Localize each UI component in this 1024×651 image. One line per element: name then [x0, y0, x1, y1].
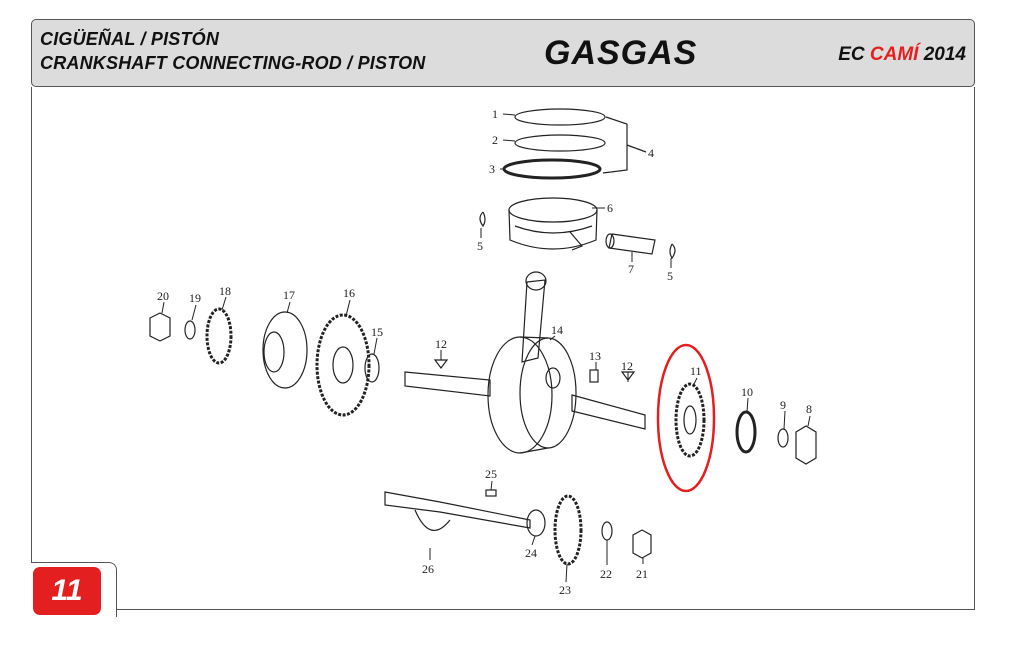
- label-23: 23: [559, 583, 571, 597]
- piston-top: [508, 197, 598, 223]
- label-3: 3: [489, 162, 495, 176]
- highlight-circle: [656, 343, 716, 493]
- model-prefix: EC: [838, 44, 870, 65]
- bearing-10: [735, 410, 757, 454]
- brand-logo: GASGAS: [544, 34, 698, 72]
- balance-shaft-26: [384, 491, 531, 529]
- label-12a: 12: [435, 337, 447, 351]
- washer-22: [601, 521, 613, 541]
- label-20: 20: [157, 289, 169, 303]
- label-25: 25: [485, 467, 497, 481]
- label-15: 15: [371, 325, 383, 339]
- nut-21: [632, 529, 652, 559]
- label-24: 24: [525, 546, 537, 560]
- label-5a: 5: [477, 239, 483, 253]
- nut-20: [149, 312, 171, 342]
- label-9: 9: [780, 398, 786, 412]
- label-18: 18: [219, 284, 231, 298]
- nut-8: [795, 425, 817, 465]
- label-14: 14: [551, 323, 563, 337]
- bearing-24: [526, 509, 546, 537]
- washer-15: [364, 353, 380, 383]
- label-19: 19: [189, 291, 201, 305]
- label-13: 13: [589, 349, 601, 363]
- circlip-right: [669, 243, 676, 260]
- circlip-left: [479, 211, 486, 228]
- title-spanish: CIGÜEÑAL / PISTÓN: [40, 29, 220, 49]
- label-5b: 5: [667, 269, 673, 283]
- crankshaft-right-shaft: [571, 394, 646, 430]
- model-year: 2014: [918, 44, 966, 65]
- label-4: 4: [648, 146, 654, 160]
- piston-ring-2: [514, 134, 606, 152]
- crankshaft-left-shaft: [404, 371, 491, 397]
- model-highlight: CAMÍ: [869, 44, 919, 65]
- washer-19: [184, 320, 196, 340]
- piston-ring-3: [502, 158, 602, 180]
- key-25: [485, 489, 497, 497]
- gear-16: [315, 313, 371, 417]
- title-english: CRANKSHAFT CONNECTING-ROD / PISTON: [40, 53, 426, 73]
- gear-18: [205, 307, 233, 365]
- label-16: 16: [343, 286, 355, 300]
- label-8: 8: [806, 402, 812, 416]
- diagram-panel: [31, 87, 975, 610]
- model-label: EC CAMÍ 2014: [838, 44, 966, 66]
- gear-23: [553, 494, 583, 566]
- label-10: 10: [741, 385, 753, 399]
- label-21: 21: [636, 567, 648, 581]
- key-13: [589, 369, 599, 383]
- gear-11: [674, 382, 706, 458]
- label-11: 11: [690, 364, 702, 378]
- piston-pin: [608, 233, 656, 255]
- bearing-17: [262, 311, 308, 389]
- header-bar: CIGÜEÑAL / PISTÓN CRANKSHAFT CONNECTING-…: [31, 19, 975, 87]
- woodruff-key-12a: [433, 359, 449, 369]
- page-number-badge: 11: [33, 567, 101, 615]
- ring-bracket: [602, 116, 647, 174]
- label-22: 22: [600, 567, 612, 581]
- label-7: 7: [628, 262, 634, 276]
- label-6: 6: [607, 201, 613, 215]
- label-12b: 12: [621, 359, 633, 373]
- label-2: 2: [492, 133, 498, 147]
- piston-body: [508, 209, 598, 250]
- piston-ring-1: [514, 108, 606, 126]
- crank-web-right: [519, 337, 577, 449]
- label-1: 1: [492, 107, 498, 121]
- label-17: 17: [283, 288, 295, 302]
- washer-9: [777, 428, 789, 448]
- label-26: 26: [422, 562, 434, 576]
- connecting-rod: [521, 279, 546, 363]
